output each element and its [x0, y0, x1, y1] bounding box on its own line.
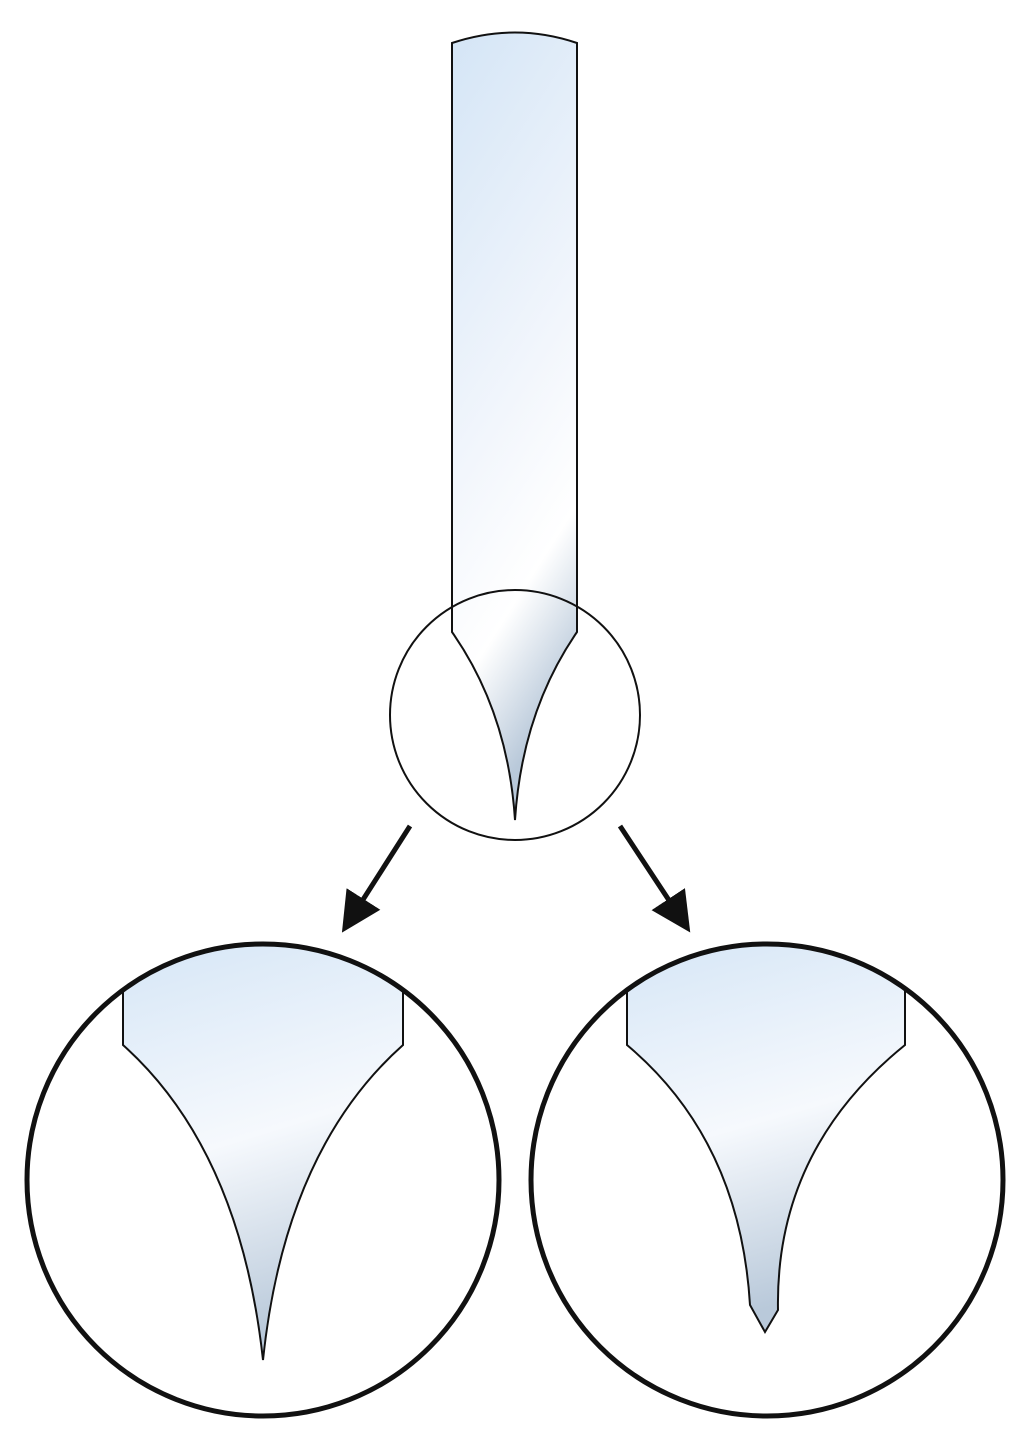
arrow-left	[341, 824, 413, 933]
arrow-right	[617, 824, 691, 933]
sharp-tip-detail	[24, 941, 502, 1419]
tool-rod	[451, 31, 578, 821]
blunted-tip-detail	[528, 941, 1006, 1419]
tip-detail-circle	[389, 589, 641, 841]
